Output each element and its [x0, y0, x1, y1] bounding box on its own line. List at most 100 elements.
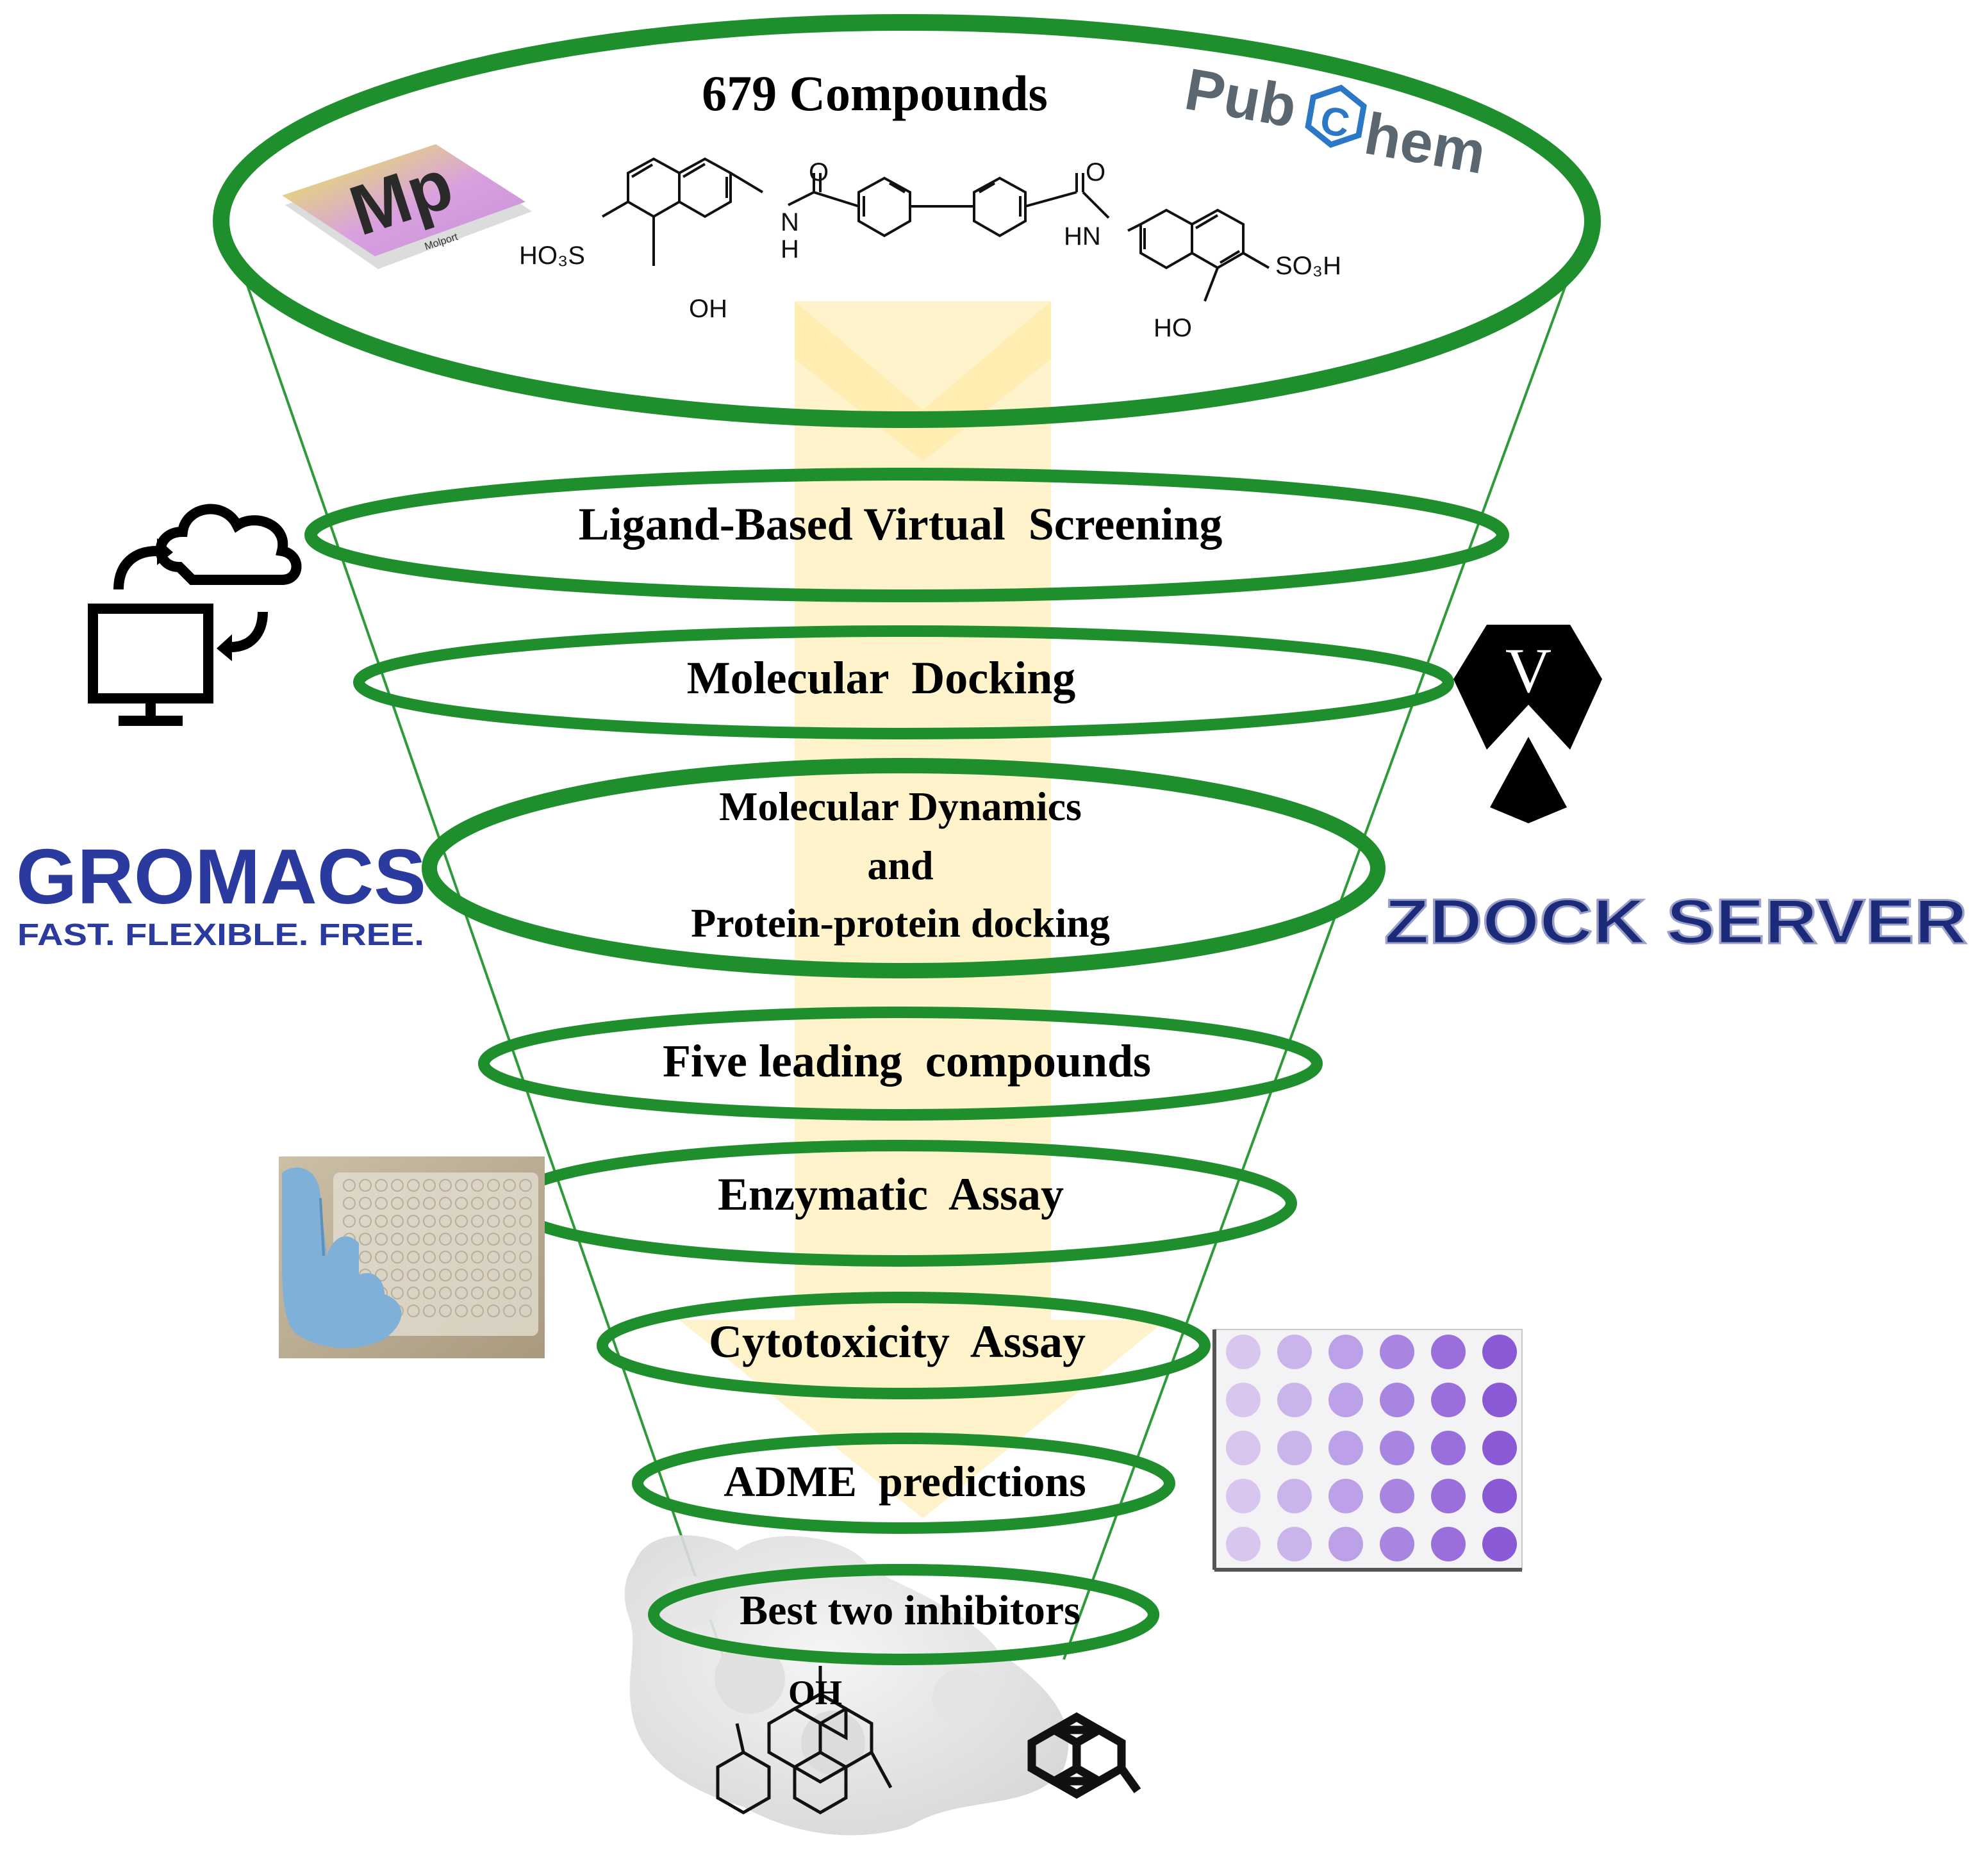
- cytotoxicity-well: [1328, 1527, 1363, 1561]
- cytotoxicity-well: [1328, 1431, 1363, 1465]
- plate-well: [407, 1233, 420, 1246]
- cytotoxicity-well: [1328, 1479, 1363, 1513]
- plate-well: [487, 1251, 500, 1263]
- left-hydroxyl-label: OH: [689, 295, 727, 323]
- plate-well: [487, 1233, 500, 1246]
- plate-well: [471, 1197, 484, 1210]
- funnel-left-edge: [233, 246, 725, 1660]
- plate-well: [391, 1215, 404, 1228]
- plate-well: [487, 1304, 500, 1317]
- plate-well: [391, 1287, 404, 1299]
- cytotoxicity-well: [1328, 1335, 1363, 1369]
- plate-well: [503, 1215, 516, 1228]
- plate-well: [375, 1197, 388, 1210]
- plate-well: [375, 1269, 388, 1281]
- cytotoxicity-well: [1328, 1383, 1363, 1417]
- plate-well: [471, 1287, 484, 1299]
- right-amide-nh-label: HN: [1064, 222, 1101, 251]
- plate-well: [407, 1179, 420, 1192]
- plate-well: [359, 1251, 372, 1263]
- plate-well: [487, 1197, 500, 1210]
- right-hydroxyl-label: HO: [1154, 314, 1192, 342]
- right-sulfonate-label: SO₃H: [1275, 252, 1341, 280]
- cytotoxicity-well: [1482, 1479, 1517, 1513]
- left-amide-oxygen-label: O: [809, 158, 829, 186]
- plate-well: [455, 1197, 468, 1210]
- plate-well: [439, 1215, 452, 1228]
- plate-well: [503, 1197, 516, 1210]
- cytotoxicity-well: [1226, 1431, 1261, 1465]
- plate-well: [391, 1179, 404, 1192]
- cytotoxicity-well: [1277, 1527, 1312, 1561]
- left-amide-hydrogen-label: H: [781, 235, 799, 263]
- vina-logo: V: [1453, 625, 1602, 823]
- plate-well: [455, 1269, 468, 1281]
- stage-ring-adme: [632, 1433, 1175, 1534]
- plate-well: [359, 1179, 372, 1192]
- plate-well: [471, 1233, 484, 1246]
- cytotoxicity-well: [1482, 1335, 1517, 1369]
- plate-well: [519, 1215, 532, 1228]
- sync-arrowhead-icon: [157, 538, 173, 565]
- cytotoxicity-well: [1277, 1335, 1312, 1369]
- plate-well: [423, 1233, 436, 1246]
- plate-well: [519, 1251, 532, 1263]
- plate-well: [375, 1179, 388, 1192]
- process-arrow-chevron: [795, 301, 1051, 461]
- plate-well: [471, 1269, 484, 1281]
- plate-well: [391, 1251, 404, 1263]
- gromacs-logo-name: GROMACS: [16, 833, 426, 920]
- well-plate-hand-photo: [279, 1156, 545, 1358]
- sync-arrow-icon: [113, 546, 158, 590]
- plate-well: [359, 1215, 372, 1228]
- protein-surface-image: [624, 1535, 1069, 1836]
- compound-library-ellipse: [213, 14, 1601, 428]
- stage-ring-best-two-front: [648, 1564, 1159, 1665]
- right-amide-oxygen-label: O: [1086, 158, 1105, 186]
- plate-well: [423, 1269, 436, 1281]
- plate-well: [391, 1233, 404, 1246]
- plate-well: [407, 1215, 420, 1228]
- cytotoxicity-well: [1277, 1479, 1312, 1513]
- inhibitor-structure-left: [716, 1666, 893, 1814]
- plate-well: [439, 1179, 452, 1192]
- plate-well: [503, 1233, 516, 1246]
- plate-well: [407, 1304, 420, 1317]
- cytotoxicity-well: [1431, 1335, 1466, 1369]
- plate-well: [391, 1197, 404, 1210]
- left-sulfonate-label: HO₃S: [519, 242, 585, 270]
- plate-well: [503, 1287, 516, 1299]
- vina-logo-letter: V: [1505, 635, 1552, 706]
- plate-well: [519, 1269, 532, 1281]
- plate-well: [423, 1215, 436, 1228]
- compound-structure: [602, 157, 1270, 302]
- plate-well: [423, 1179, 436, 1192]
- stage-label-enzymatic-assay: Enzymatic Assay: [718, 1169, 1064, 1220]
- pubchem-hexagon-icon: [1305, 85, 1367, 148]
- plate-well: [519, 1197, 532, 1210]
- cytotoxicity-well: [1226, 1527, 1261, 1561]
- stage-ring-molecular-docking: [353, 625, 1454, 739]
- plate-well: [439, 1304, 452, 1317]
- plate-well: [439, 1197, 452, 1210]
- cytotoxicity-well: [1380, 1383, 1414, 1417]
- plate-well: [407, 1251, 420, 1263]
- cytotoxicity-well-plate: [1212, 1329, 1523, 1572]
- monitor-icon: [88, 604, 213, 704]
- stage-label-cytotoxicity-assay: Cytotoxicity Assay: [709, 1316, 1086, 1367]
- plate-well: [503, 1304, 516, 1317]
- compound-count-title: 679 Compounds: [702, 65, 1048, 121]
- gloved-hand: [282, 1167, 402, 1348]
- cloud-icon: [155, 504, 302, 585]
- stage-label-ligand-screening: Ligand-Based Virtual Screening: [579, 498, 1223, 550]
- stage-ring-molecular-dynamics: [422, 758, 1386, 978]
- pubchem-logo-prefix: Pub: [1180, 56, 1302, 140]
- plate-well: [375, 1215, 388, 1228]
- plate-well: [343, 1179, 356, 1192]
- plate-well: [471, 1215, 484, 1228]
- plate-well: [455, 1251, 468, 1263]
- cytotoxicity-wells: [1226, 1335, 1517, 1561]
- plate-well: [359, 1233, 372, 1246]
- inhibitor-structure-right: [1027, 1712, 1141, 1799]
